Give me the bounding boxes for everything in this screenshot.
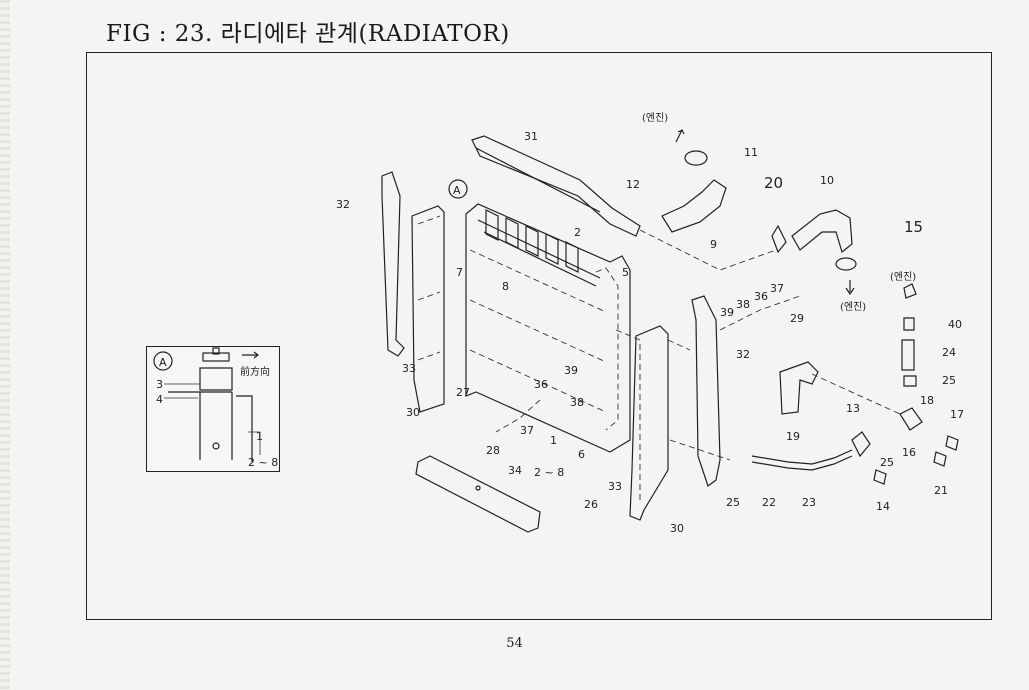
label-36-left: 36	[534, 378, 548, 391]
label-25-top: 25	[942, 374, 956, 387]
detail-inset	[146, 346, 280, 472]
label-14: 14	[876, 500, 890, 513]
label-10: 10	[820, 174, 834, 187]
left-frame	[411, 205, 445, 413]
label-33-left: 33	[402, 362, 416, 375]
label-17: 17	[950, 408, 964, 421]
label-37-left: 37	[520, 424, 534, 437]
engine-label-top: (엔진)	[642, 112, 668, 124]
part-34-lower-cover	[415, 455, 541, 533]
page-number: 54	[506, 636, 523, 651]
label-22: 22	[762, 496, 776, 509]
label-25-mid: 25	[880, 456, 894, 469]
label-39-left: 39	[564, 364, 578, 377]
label-11: 11	[744, 146, 758, 159]
label-23: 23	[802, 496, 816, 509]
label-34: 34	[508, 464, 522, 477]
label-5: 5	[622, 266, 629, 279]
label-31: 31	[524, 130, 538, 143]
inset-range: 2 ~ 8	[248, 456, 278, 469]
label-25-bottom: 25	[726, 496, 740, 509]
label-12: 12	[626, 178, 640, 191]
inset-caption: 前方向	[240, 365, 270, 378]
label-38-right: 38	[736, 298, 750, 311]
label-27: 27	[456, 386, 470, 399]
inset-label-4: 4	[156, 393, 163, 406]
inset-label-1: 1	[256, 430, 263, 443]
figure-title: FIG : 23. 라디에타 관계(RADIATOR)	[106, 21, 510, 47]
bracket-19	[779, 361, 819, 415]
label-36-right: 36	[754, 290, 768, 303]
label-20: 20	[764, 174, 783, 192]
label-30-bottom: 30	[670, 522, 684, 535]
label-40: 40	[948, 318, 962, 331]
inset-marker: A	[159, 356, 167, 369]
label-7: 7	[456, 266, 463, 279]
reservoir-hose	[751, 431, 871, 471]
engine-label-right: (엔진)	[890, 271, 916, 283]
label-19: 19	[786, 430, 800, 443]
label-18: 18	[920, 394, 934, 407]
hose-lower	[771, 209, 857, 296]
view-marker-a: A	[453, 184, 461, 197]
scan-edge	[0, 0, 10, 690]
label-30-left: 30	[406, 406, 420, 419]
label-28: 28	[486, 444, 500, 457]
label-32-left: 32	[336, 198, 350, 211]
label-2: 2	[574, 226, 581, 239]
label-39-right: 39	[720, 306, 734, 319]
label-32-right: 32	[736, 348, 750, 361]
label-21: 21	[934, 484, 948, 497]
reservoir-assembly	[873, 283, 959, 485]
label-15: 15	[904, 218, 923, 236]
label-6: 6	[578, 448, 585, 461]
label-9: 9	[710, 238, 717, 251]
label-37-right: 37	[770, 282, 784, 295]
label-33-bottom: 33	[608, 480, 622, 493]
radiator-core	[465, 203, 631, 453]
label-24: 24	[942, 346, 956, 359]
label-26: 26	[584, 498, 598, 511]
part-31-upper-support	[471, 135, 641, 237]
connection-lines	[495, 229, 901, 461]
right-shroud	[615, 325, 669, 521]
label-1: 1	[550, 434, 557, 447]
label-29-right: 29	[790, 312, 804, 325]
engine-label-mid: (엔진)	[840, 301, 866, 313]
label-range-2-8: 2 ~ 8	[534, 466, 564, 479]
label-38-left: 38	[570, 396, 584, 409]
label-13: 13	[846, 402, 860, 415]
diagram-frame	[86, 52, 992, 620]
part-number-labels: 31 32 2 12 5 7 8 9 11 20 10 15 39 38 36 …	[336, 130, 964, 535]
inset-label-3: 3	[156, 378, 163, 391]
inset-drawing: A 前方向 3 4 1 2 ~ 8	[153, 347, 278, 469]
label-16: 16	[902, 446, 916, 459]
part-32-side-panels	[381, 171, 721, 487]
label-8: 8	[502, 280, 509, 293]
hose-upper	[661, 129, 727, 233]
